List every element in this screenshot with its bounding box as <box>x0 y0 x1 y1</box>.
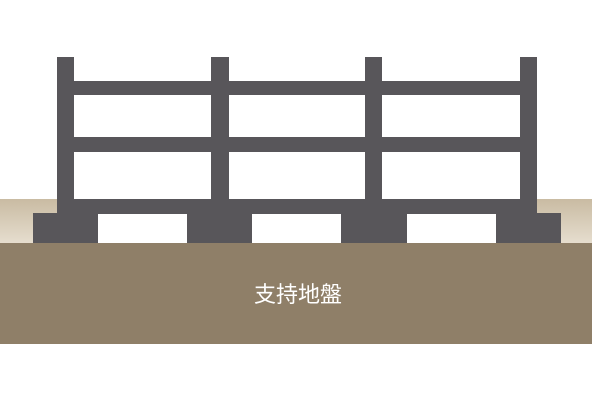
bearing-ground-layer <box>0 243 592 344</box>
footing <box>187 213 252 243</box>
column <box>365 57 382 213</box>
column <box>211 57 229 213</box>
footing <box>496 213 561 243</box>
footing-gap <box>407 213 496 243</box>
column <box>520 57 537 213</box>
floor-beam <box>74 81 520 95</box>
footing <box>33 213 98 243</box>
footing-gap <box>252 213 341 243</box>
footing <box>341 213 407 243</box>
ground-label: 支持地盤 <box>254 283 342 308</box>
foundation-beam <box>74 199 537 214</box>
column <box>57 57 74 213</box>
footing-gap <box>98 213 187 243</box>
floor-beam <box>74 137 520 152</box>
